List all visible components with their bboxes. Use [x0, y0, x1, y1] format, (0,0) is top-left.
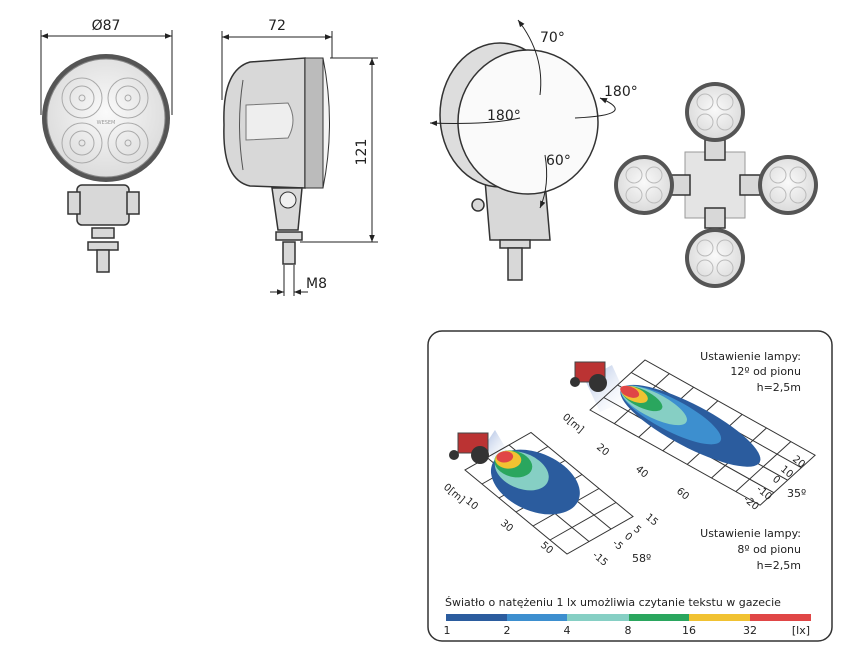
front-view: Ø87 WESEM: [40, 18, 173, 273]
front-logo: WESEM: [97, 120, 116, 126]
tilt-up-label: 70°: [540, 30, 565, 46]
scale-label: 2: [504, 624, 511, 637]
setting-8-height: h=2,5m: [757, 559, 801, 572]
scale-label: 16: [682, 624, 696, 637]
lamp-bottom: [685, 228, 745, 288]
grid-small-lateral-0: 0: [622, 531, 634, 544]
tilt-down-label: 60°: [546, 153, 571, 169]
scale-segment-2-4: [507, 614, 567, 621]
grid-small-lateral-5: 5: [631, 524, 643, 537]
setting-8-angle: 8º od pionu: [737, 543, 801, 556]
rotate-left-arrow: [429, 117, 521, 127]
tractor-icon: [570, 361, 607, 392]
scale-label: 1: [444, 624, 451, 637]
rotation-view: 70° 180° 180° 60°: [429, 19, 638, 281]
scale-label: 4: [564, 624, 571, 637]
beam-angle-35: 35º: [787, 487, 806, 500]
lamp-left: [614, 155, 674, 215]
setting-12-angle: 12º od pionu: [730, 365, 801, 378]
scale-segment-4-8: [567, 614, 629, 621]
front-mount-bracket: [76, 184, 130, 226]
scale-segment-16-32: [689, 614, 750, 621]
setting-12-title: Ustawienie lampy:: [700, 350, 801, 363]
beam-angle-58: 58º: [632, 552, 651, 565]
isolux-32: [620, 385, 640, 398]
scale-label: 32: [743, 624, 757, 637]
setting-12-height: h=2,5m: [757, 381, 801, 394]
scale-label: 8: [625, 624, 632, 637]
tilt-up-arrow: [517, 19, 542, 96]
scale-segment-32-plus: [750, 614, 811, 621]
mounting-orientations: [614, 82, 818, 288]
scale-segment-1-2: [446, 614, 507, 621]
diameter-label: Ø87: [92, 18, 121, 34]
lamp-right: [758, 155, 818, 215]
depth-label: 72: [268, 18, 286, 34]
height-label: 121: [354, 139, 370, 166]
rotate-right-arrow: [574, 97, 616, 119]
rotate-right-label: 180°: [604, 84, 638, 100]
scale-segment-8-16: [629, 614, 689, 621]
beam-plot-12deg: 0[m] 20 40 60 20 10 0 -10 -20 35º Ustawi…: [560, 350, 815, 513]
tractor-icon: [449, 432, 489, 464]
beam-plot-8deg: 0[m] 10 30 50 15 5 0 -5 -15 58º Ustawien…: [441, 430, 801, 572]
illuminance-scale: 1 2 4 8 16 32 [lx]: [444, 614, 811, 637]
setting-8-title: Ustawienie lampy:: [700, 527, 801, 540]
side-view: 72 121 M8: [221, 18, 378, 296]
front-lens: [46, 58, 166, 178]
tilt-down-arrow: [539, 154, 548, 209]
scale-unit: [lx]: [792, 624, 810, 637]
thread-label: M8: [306, 276, 327, 292]
photometry-panel: 0[m] 20 40 60 20 10 0 -10 -20 35º Ustawi…: [427, 330, 833, 642]
rotate-left-label: 180°: [487, 108, 521, 124]
illuminance-caption: Światło o natężeniu 1 lx umożliwia czyta…: [445, 596, 781, 609]
rotation-lamp-lens: [457, 49, 599, 195]
lamp-top: [685, 82, 745, 142]
grid-large-lateral-0: 0: [770, 474, 782, 487]
